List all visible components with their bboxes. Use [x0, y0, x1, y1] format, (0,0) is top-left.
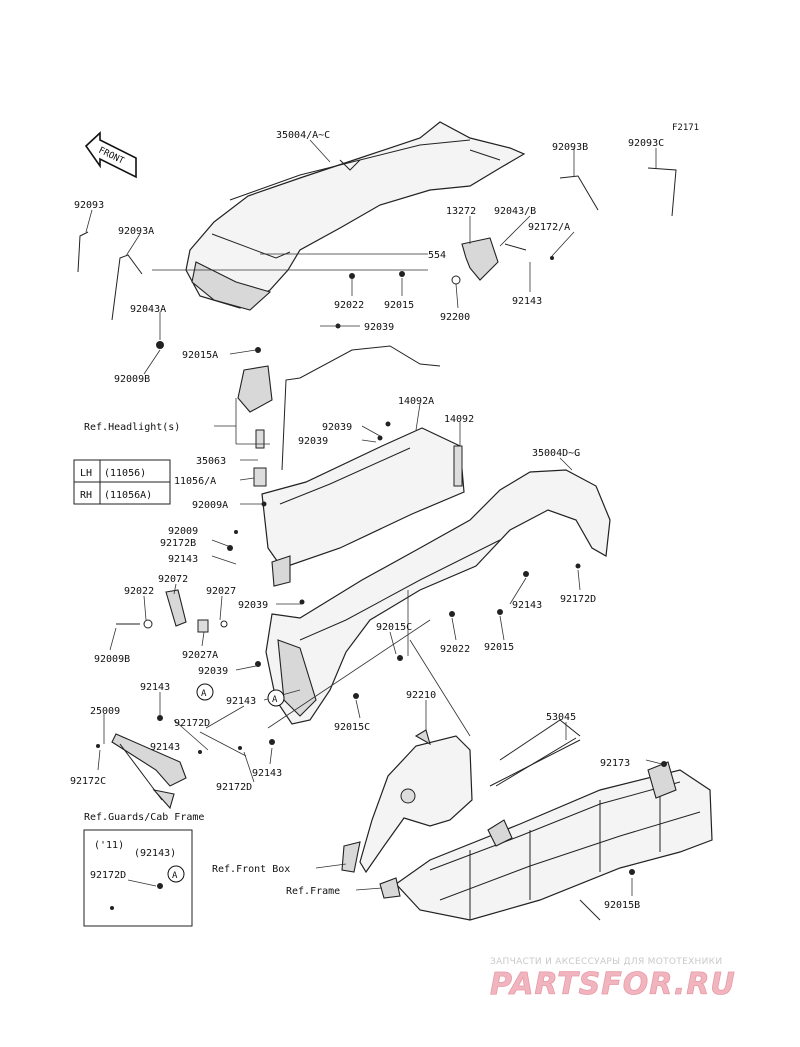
label-92039-mid1: 92039	[322, 422, 352, 433]
bracket-92072	[116, 589, 228, 633]
part-labels: F2171 35004/A~C 92093B 92093C 92093 9209…	[70, 123, 699, 911]
frame-assembly	[379, 719, 713, 921]
label-35004ac: 35004/A~C	[276, 130, 330, 141]
label-92039-low: 92039	[198, 666, 228, 677]
callout-a: A A A	[167, 683, 285, 883]
ref-front-box: Ref.Front Box	[212, 864, 290, 875]
label-92172d-low2: 92172D	[216, 782, 252, 793]
label-92022-top: 92022	[334, 300, 364, 311]
side-lh: LH	[80, 468, 92, 479]
side-rh-part: (11056A)	[104, 490, 152, 501]
watermark-line2: PARTSFOR.RU	[490, 967, 736, 1002]
label-92143-low2: 92143	[226, 696, 256, 707]
label-92039-mid2: 92039	[298, 436, 328, 447]
front-fender-upper	[185, 121, 526, 311]
side-rh: RH	[80, 490, 92, 501]
front-fender-lower	[265, 469, 611, 725]
label-92093: 92093	[74, 200, 104, 211]
guard-bracket-25009	[111, 733, 187, 810]
label-92043b: 92043/B	[494, 206, 536, 217]
label-92015c-2: 92015C	[334, 722, 370, 733]
label-25009: 25009	[90, 706, 120, 717]
callout-a-label-3: A	[172, 871, 178, 881]
fasteners	[96, 271, 667, 910]
trim-strip-92093c	[647, 167, 677, 217]
ref-headlights: Ref.Headlight(s)	[84, 422, 180, 433]
year-box-year: ('11)	[94, 840, 124, 851]
year-box: ('11) (92143)	[83, 829, 193, 927]
headlight-bracket	[237, 345, 441, 487]
side-lh-part: (11056)	[104, 468, 146, 479]
label-92172d-right: 92172D	[560, 594, 596, 605]
label-92172a: 92172/A	[528, 222, 570, 233]
label-92143-mid: 92143	[168, 554, 198, 565]
label-92172b: 92172B	[160, 538, 196, 549]
label-92143-low1: 92143	[140, 682, 170, 693]
label-92143-low3: 92143	[150, 742, 180, 753]
trim-strip-92093	[77, 231, 89, 273]
label-92015-right: 92015	[484, 642, 514, 653]
label-92072: 92072	[158, 574, 188, 585]
label-92039-left: 92039	[238, 600, 268, 611]
watermark-line1: ЗАПЧАСТИ И АКСЕССУАРЫ ДЛЯ МОТОТЕХНИКИ	[490, 957, 722, 967]
trim-strip-92093b	[559, 175, 599, 211]
label-92093c: 92093C	[628, 138, 664, 149]
label-92009b-top: 92009B	[114, 374, 150, 385]
label-92027a: 92027A	[182, 650, 218, 661]
trim-strip-92093a	[111, 254, 143, 321]
label-92039-top: 92039	[364, 322, 394, 333]
callout-a-label-1: A	[201, 689, 207, 699]
label-92022-left: 92022	[124, 586, 154, 597]
label-92009b-left: 92009B	[94, 654, 130, 665]
label-92200: 92200	[440, 312, 470, 323]
label-92093a: 92093A	[118, 226, 154, 237]
front-arrow-icon: FRONT	[84, 131, 137, 179]
side-cover-14092	[261, 427, 465, 587]
label-92022-right: 92022	[440, 644, 470, 655]
label-92027: 92027	[206, 586, 236, 597]
label-53045: 53045	[546, 712, 576, 723]
label-14092: 14092	[444, 414, 474, 425]
figure-id: F2171	[672, 123, 699, 133]
front-box-panel	[341, 729, 473, 874]
label-14092a: 14092A	[398, 396, 434, 407]
ref-guards: Ref.Guards/Cab Frame	[84, 812, 204, 823]
label-92210: 92210	[406, 690, 436, 701]
label-35063: 35063	[196, 456, 226, 467]
label-92172c: 92172C	[70, 776, 106, 787]
label-92043a: 92043A	[130, 304, 166, 315]
bracket-13272	[451, 237, 554, 285]
label-92143-top: 92143	[512, 296, 542, 307]
label-92143-low4: 92143	[252, 768, 282, 779]
label-92172d-low1: 92172D	[174, 718, 210, 729]
reference-labels: Ref.Headlight(s) Ref.Guards/Cab Frame Re…	[84, 422, 340, 897]
label-92015a: 92015A	[182, 350, 218, 361]
ref-frame: Ref.Frame	[286, 886, 340, 897]
label-554: 554	[428, 250, 446, 261]
label-13272: 13272	[446, 206, 476, 217]
side-table: LH (11056) RH (11056A)	[73, 459, 171, 505]
watermark: ЗАПЧАСТИ И АКСЕССУАРЫ ДЛЯ МОТОТЕХНИКИ PA…	[490, 957, 736, 1002]
label-92015b: 92015B	[604, 900, 640, 911]
callout-a-label-2: A	[272, 695, 278, 705]
label-35004dg: 35004D~G	[532, 448, 580, 459]
label-92172d-box: 92172D	[90, 870, 126, 881]
label-92009a: 92009A	[192, 500, 228, 511]
leader-lines	[85, 139, 663, 896]
label-11056a: 11056/A	[174, 476, 216, 487]
label-92015-top: 92015	[384, 300, 414, 311]
label-92093b: 92093B	[552, 142, 588, 153]
label-92173: 92173	[600, 758, 630, 769]
label-92015c-1: 92015C	[376, 622, 412, 633]
label-92143-right: 92143	[512, 600, 542, 611]
year-box-part: (92143)	[134, 848, 176, 859]
label-92009: 92009	[168, 526, 198, 537]
cable-53045	[495, 737, 577, 787]
